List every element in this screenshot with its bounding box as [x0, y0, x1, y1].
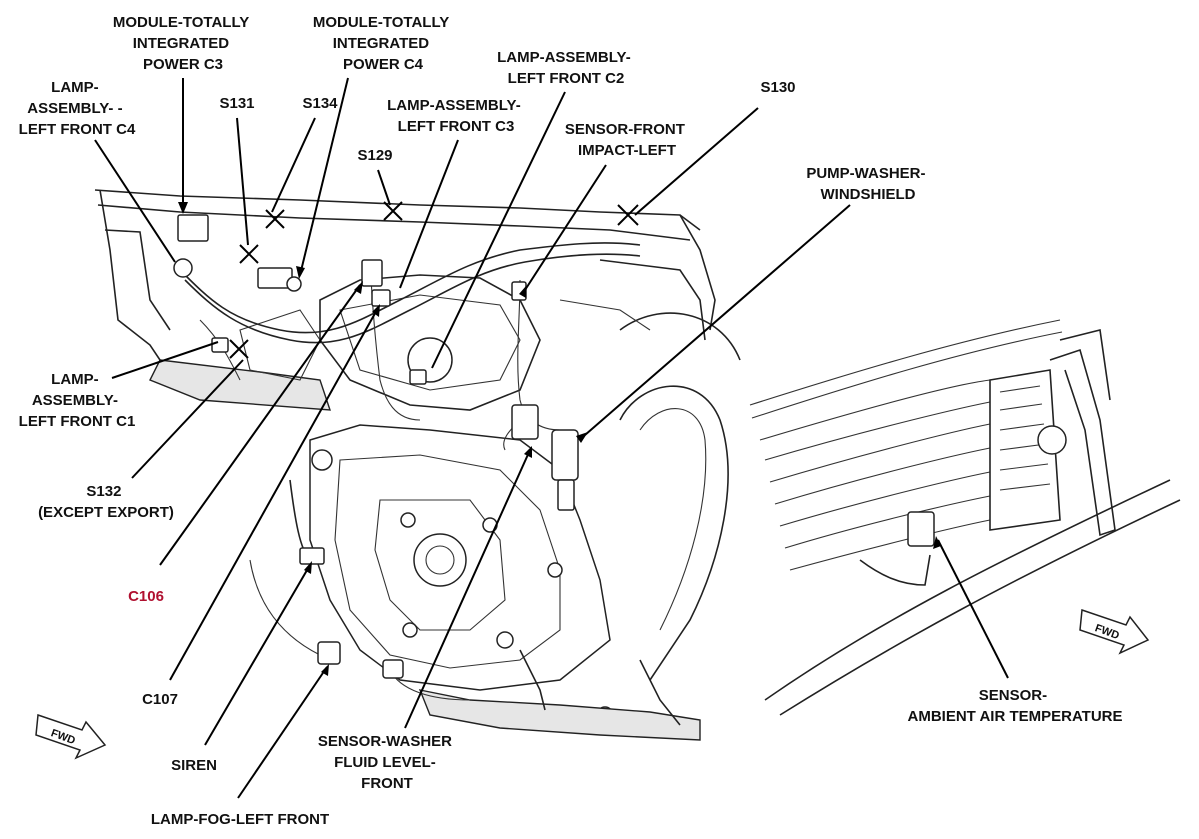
splice-mark-s130: [617, 204, 639, 226]
label-sensor-impact: SENSOR-FRONT IMPACT-LEFT: [565, 121, 689, 159]
label-s131: S131: [219, 95, 254, 112]
label-c107: C107: [142, 691, 178, 708]
label-siren: SIREN: [171, 757, 217, 774]
label-fog-lamp: LAMP-FOG-LEFT FRONT: [151, 811, 329, 828]
label-ambient-sensor: SENSOR- AMBIENT AIR TEMPERATURE: [908, 687, 1123, 725]
splice-mark-s132: [229, 339, 249, 359]
label-pump-washer: PUMP-WASHER- WINDSHIELD: [806, 165, 929, 203]
leader-lines: [94, 77, 1009, 799]
leader-arrowheads: [178, 202, 941, 676]
label-lamp-lf-c4: LAMP- ASSEMBLY- - LEFT FRONT C4: [19, 79, 136, 138]
label-s132: S132 (EXCEPT EXPORT): [38, 483, 174, 521]
label-module-c4: MODULE-TOTALLY INTEGRATED POWER C4: [313, 14, 453, 73]
splice-mark-s131: [239, 244, 259, 264]
callout-labels: MODULE-TOTALLY INTEGRATED POWER C3 MODUL…: [19, 14, 1123, 828]
label-c106: C106: [128, 588, 164, 605]
label-lamp-lf-c2: LAMP-ASSEMBLY- LEFT FRONT C2: [497, 49, 635, 87]
label-s130: S130: [760, 79, 795, 96]
label-washer-sensor: SENSOR-WASHER FLUID LEVEL- FRONT: [318, 733, 456, 792]
engine-bay-illustration: [94, 189, 741, 741]
label-lamp-lf-c1: LAMP- ASSEMBLY- LEFT FRONT C1: [19, 371, 136, 430]
label-lamp-lf-c3: LAMP-ASSEMBLY- LEFT FRONT C3: [387, 97, 525, 135]
label-module-c3: MODULE-TOTALLY INTEGRATED POWER C3: [113, 14, 253, 73]
splice-markers: [229, 201, 639, 359]
splice-mark-s129: [383, 201, 403, 221]
fwd-arrow-right: FWD: [1079, 608, 1150, 655]
label-s129: S129: [357, 147, 392, 164]
label-s134: S134: [302, 95, 338, 112]
inset-radiator-illustration: [749, 319, 1181, 716]
fwd-arrow-left: FWD: [35, 713, 107, 760]
splice-mark-s134: [265, 209, 285, 229]
